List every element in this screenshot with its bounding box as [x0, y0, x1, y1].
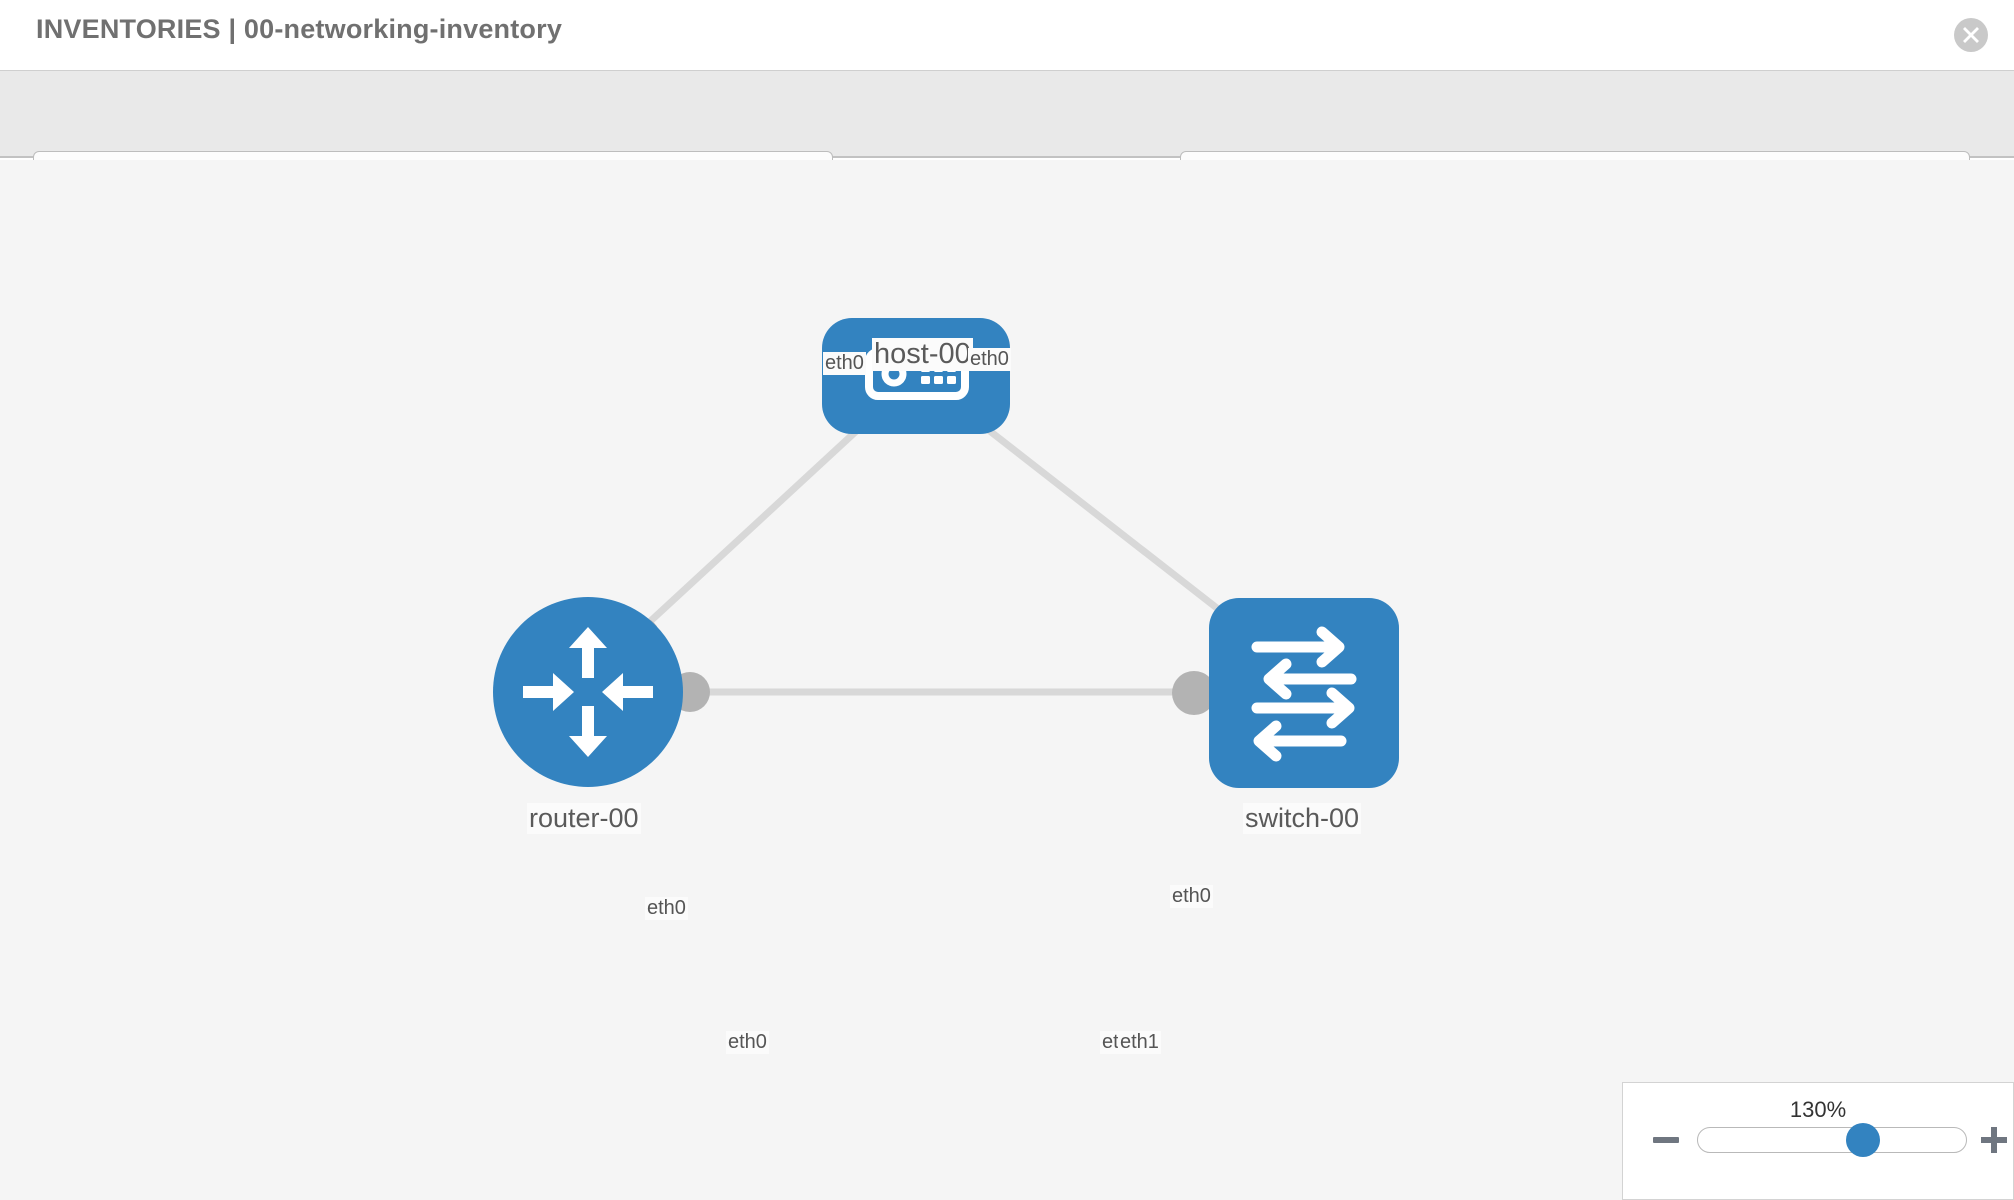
node-router-00: [493, 597, 683, 787]
router-body: [493, 597, 683, 787]
node-switch-00: [1209, 598, 1399, 788]
if-label-router-right: eth0: [726, 1031, 769, 1054]
node-label-host-00: host-00: [872, 338, 973, 371]
page-header: INVENTORIES | 00-networking-inventory: [0, 0, 2014, 70]
toolbar: ACTIONS SEARCH: [0, 70, 2014, 204]
if-label-host-right: eth0: [968, 348, 1011, 371]
zoom-slider-track[interactable]: [1697, 1127, 1967, 1153]
node-label-router-00: router-00: [527, 803, 641, 834]
zoom-out-button[interactable]: [1653, 1137, 1679, 1143]
zoom-in-button[interactable]: [1981, 1127, 2007, 1153]
link-router-host: [627, 397, 893, 643]
if-label-switch-up: eth0: [1170, 885, 1213, 908]
if-label-router-up: eth0: [645, 897, 688, 920]
node-label-switch-00: switch-00: [1243, 803, 1362, 834]
page-title: INVENTORIES | 00-networking-inventory: [36, 14, 563, 44]
zoom-slider-handle[interactable]: [1845, 1123, 1880, 1157]
topology-canvas[interactable]: host-00 router-00 switch-00 eth0 eth0 et…: [0, 160, 2014, 1200]
if-label-switch-left-front: eth1: [1118, 1031, 1161, 1054]
link-host-switch: [947, 397, 1248, 633]
topology-links: [627, 397, 1248, 696]
if-label-host-left: eth0: [823, 352, 866, 375]
interface-switch-left: [1172, 671, 1216, 715]
switch-body: [1209, 598, 1399, 788]
zoom-control-panel: 130%: [1622, 1082, 2014, 1200]
close-icon[interactable]: [1954, 18, 1988, 52]
zoom-level-value: 130%: [1789, 1097, 1847, 1122]
